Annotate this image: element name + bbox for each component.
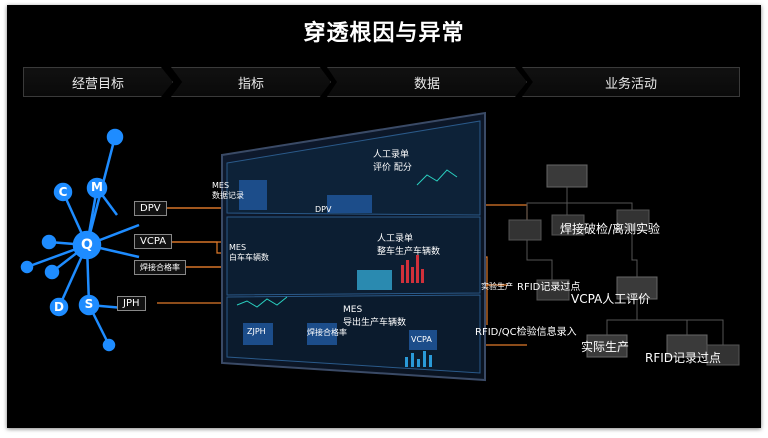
- tile-label-vcpa: VCPA: [411, 335, 432, 344]
- goal-node: [102, 338, 116, 352]
- step-indicator-label: 指标: [237, 76, 264, 92]
- data-source-mes-export: MES 导出生产车辆数: [343, 305, 407, 328]
- step-indicator: 指标: [171, 67, 331, 97]
- goal-node-s: [78, 294, 100, 316]
- goal-node-c-label: C: [58, 185, 68, 199]
- activity-rfid-2: RFID记录过点: [645, 351, 722, 365]
- activity-weld-test: 焊接破检/离测实验: [560, 222, 661, 236]
- goal-node-s-label: S: [84, 297, 94, 311]
- goal-node-d: [49, 297, 69, 317]
- tile-label-zjph: ZJPH: [247, 327, 266, 336]
- data-source-mes-record: MES 数据记录: [212, 181, 244, 200]
- activity-vcpa-manual: VCPA人工评价: [571, 292, 651, 306]
- dashboard-screen: [221, 111, 486, 382]
- indicator-dpv: DPV: [134, 201, 167, 216]
- activity-actual-production: 实际生产: [581, 340, 630, 354]
- activity-tree: [508, 164, 740, 366]
- indicator-vcpa: VCPA: [134, 234, 173, 249]
- activity-rfid-1: RFID记录过点: [517, 282, 581, 293]
- page-title: 穿透根因与异常: [303, 21, 465, 46]
- step-goal: 经营目标: [23, 67, 173, 97]
- diagram-canvas: [20, 111, 740, 382]
- goal-node: [44, 264, 60, 280]
- indicator-jph: JPH: [117, 296, 146, 311]
- step-data: 数据: [327, 67, 527, 97]
- goal-node-d-label: D: [54, 300, 64, 314]
- goal-node: [41, 234, 57, 250]
- goal-node-m-label: M: [91, 180, 103, 194]
- tile-label-dpv: DPV: [315, 205, 332, 214]
- step-activity-label: 业务活动: [604, 76, 657, 92]
- tile-label-weld: 焊接合格率: [307, 328, 347, 337]
- activity-trial-production: 实验生产: [481, 282, 513, 291]
- step-data-label: 数据: [413, 76, 440, 92]
- slide: 穿透根因与异常 经营目标 指标 数据 业务活动: [7, 5, 761, 428]
- data-source-mes-body: MES 白车车辆数: [229, 243, 269, 262]
- data-source-manual-prod: 人工录单 整车生产车辆数: [377, 234, 441, 257]
- goal-node: [20, 260, 34, 274]
- step-activity: 业务活动: [522, 67, 740, 97]
- goal-node-m: [86, 177, 108, 199]
- step-goal-label: 经营目标: [71, 76, 124, 92]
- goal-node-c: [53, 182, 73, 202]
- goal-node: [106, 128, 124, 146]
- goal-node-q-label: Q: [81, 237, 93, 253]
- goal-node-q: [72, 230, 102, 260]
- activity-rfid-qc-entry: RFID/QC检验信息录入: [475, 327, 577, 338]
- indicator-weld-rate: 焊接合格率: [134, 260, 186, 275]
- data-source-manual-score: 人工录单 评价 配分: [373, 150, 412, 173]
